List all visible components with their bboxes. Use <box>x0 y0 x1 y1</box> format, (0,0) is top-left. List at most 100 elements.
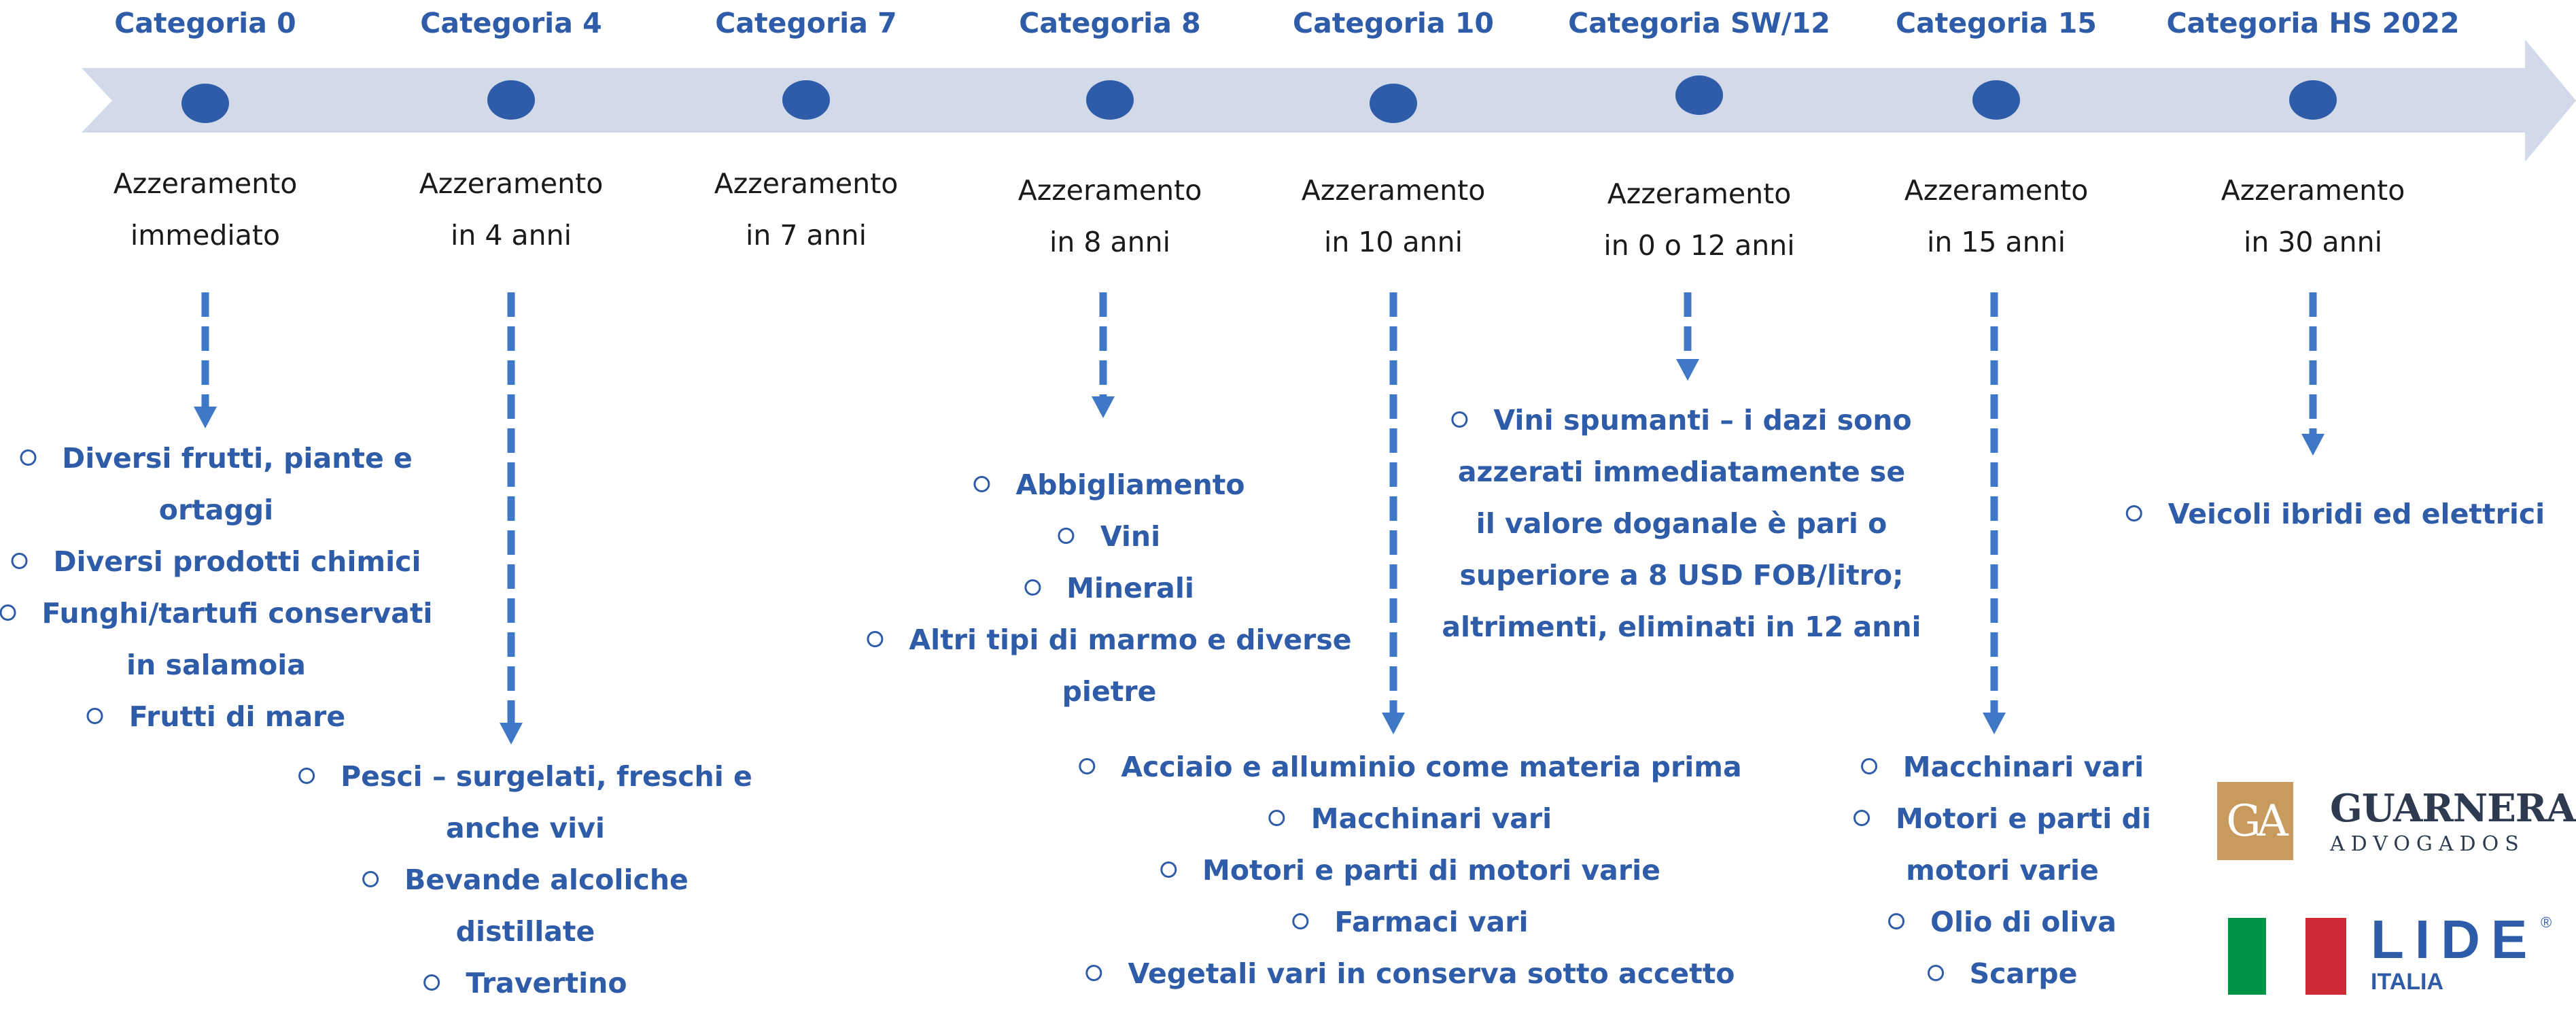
list-item: Scarpe <box>1853 948 2151 999</box>
lide-italia-logo: LIDE ® ITALIA <box>2228 911 2568 995</box>
list-item: Funghi/tartufi conservati in salamoia <box>0 587 433 691</box>
lide-name: LIDE <box>2371 909 2539 970</box>
timeline-dot-4 <box>1370 84 1417 123</box>
category-title: Categoria 4 <box>420 7 602 39</box>
category-description-line: in 4 anni <box>450 219 572 252</box>
list-item: Bevande alcoliche distillate <box>298 854 752 957</box>
guarnera-logo: GA GUARNERA ADVOGADOS <box>2217 782 2576 867</box>
category-description: Azzeramento in 15 anni <box>1853 165 2139 268</box>
list-item-continuation: altrimenti, eliminati in 12 anni <box>1442 611 1921 643</box>
category-title: Categoria 10 <box>1293 7 1494 39</box>
list-item: Olio di oliva <box>1853 896 2151 948</box>
list-item-text: Funghi/tartufi conservati <box>0 587 433 639</box>
list-item: Vini <box>867 511 1351 562</box>
category-description-line: in 7 anni <box>745 219 867 252</box>
down-arrow-icon <box>194 292 217 428</box>
list-item-continuation: pietre <box>1062 675 1157 708</box>
list-item-text: Travertino <box>298 957 752 1009</box>
category-description-line: in 30 anni <box>2243 226 2383 258</box>
category-description: Azzeramento in 30 anni <box>2170 165 2456 268</box>
list-item-text: Veicoli ibridi ed elettrici <box>2126 488 2545 540</box>
list-item-text: Macchinari vari <box>1079 793 1741 844</box>
timeline-dot-6 <box>1972 80 2020 120</box>
item-group: Vini spumanti – i dazi sono azzerati imme… <box>1442 394 1921 653</box>
lide-registered-mark: ® <box>2541 914 2552 931</box>
category-description-line: in 8 anni <box>1049 226 1170 258</box>
list-item-text: Acciaio e alluminio come materia prima <box>1079 741 1741 793</box>
list-item-text: Frutti di mare <box>0 691 432 742</box>
flag-red-stripe <box>2305 918 2346 995</box>
list-item: Frutti di mare <box>0 691 432 742</box>
category-description: Azzeramento in 7 anni <box>663 158 949 261</box>
flag-white-stripe <box>2266 918 2305 995</box>
category-title: Categoria SW/12 <box>1568 7 1830 39</box>
timeline-dot-7 <box>2289 80 2337 120</box>
list-item-text: Vini spumanti – i dazi sono <box>1442 394 1921 446</box>
item-group: Veicoli ibridi ed elettrici <box>2126 488 2545 540</box>
category-title: Categoria 7 <box>715 7 897 39</box>
list-item-text: Vini <box>867 511 1351 562</box>
down-arrow-icon <box>1676 292 1699 381</box>
category-description-line: Azzeramento <box>2221 174 2405 207</box>
list-item: Pesci – surgelati, freschi e anche vivi <box>298 751 752 854</box>
list-item-text: Olio di oliva <box>1853 896 2151 948</box>
list-item: Macchinari vari <box>1853 741 2151 793</box>
flag-green-stripe <box>2228 918 2266 995</box>
list-item-continuation: superiore a 8 USD FOB/litro; <box>1459 559 1904 592</box>
list-item-text: Minerali <box>867 562 1351 614</box>
list-item: Macchinari vari <box>1079 793 1741 844</box>
list-item-text: Diversi prodotti chimici <box>0 536 432 587</box>
category-description-line: Azzeramento <box>1607 177 1792 210</box>
list-item-text: Abbigliamento <box>867 459 1351 511</box>
list-item-continuation: anche vivi <box>445 812 605 844</box>
timeline-band <box>82 39 2576 162</box>
category-description-line: Azzeramento <box>113 167 298 200</box>
timeline-dot-2 <box>782 80 830 120</box>
list-item-text: Farmaci vari <box>1079 896 1741 948</box>
timeline-dot-1 <box>487 80 535 120</box>
guarnera-name: GUARNERA <box>2330 786 2576 831</box>
list-item: Abbigliamento <box>867 459 1351 511</box>
list-item-text: Bevande alcoliche <box>298 854 752 906</box>
down-arrow-icon <box>1092 292 1115 418</box>
lide-subtitle: ITALIA <box>2371 969 2444 995</box>
category-description-line: Azzeramento <box>714 167 899 200</box>
list-item: Minerali <box>867 562 1351 614</box>
list-item: Veicoli ibridi ed elettrici <box>2126 488 2545 540</box>
category-title: Categoria 8 <box>1019 7 1201 39</box>
list-item: Motori e parti di motori varie <box>1079 844 1741 896</box>
list-item-text: Motori e parti di motori varie <box>1079 844 1741 896</box>
category-description-line: in 15 anni <box>1926 226 2066 258</box>
category-title: Categoria 0 <box>114 7 296 39</box>
list-item-continuation: in salamoia <box>126 649 306 681</box>
category-title: Categoria HS 2022 <box>2166 7 2460 39</box>
list-item-text: Pesci – surgelati, freschi e <box>298 751 752 802</box>
guarnera-subtitle: ADVOGADOS <box>2330 832 2525 856</box>
list-item-text: Macchinari vari <box>1853 741 2151 793</box>
category-description-line: Azzeramento <box>1904 174 2089 207</box>
category-description-line: in 0 o 12 anni <box>1603 229 1795 262</box>
list-item: Acciaio e alluminio come materia prima <box>1079 741 1741 793</box>
list-item-text: Vegetali vari in conserva sotto accetto <box>1079 948 1741 999</box>
list-item: Diversi prodotti chimici <box>0 536 432 587</box>
list-item-continuation: azzerati immediatamente se <box>1457 456 1906 488</box>
list-item: Vegetali vari in conserva sotto accetto <box>1079 948 1741 999</box>
list-item-continuation: distillate <box>455 915 595 948</box>
category-title: Categoria 15 <box>1896 7 2097 39</box>
down-arrow-icon <box>2301 292 2325 456</box>
list-item-text: Scarpe <box>1853 948 2151 999</box>
list-item-text: Diversi frutti, piante e <box>0 432 432 484</box>
list-item-continuation: motori varie <box>1906 854 2099 887</box>
italy-flag-icon <box>2228 918 2354 995</box>
